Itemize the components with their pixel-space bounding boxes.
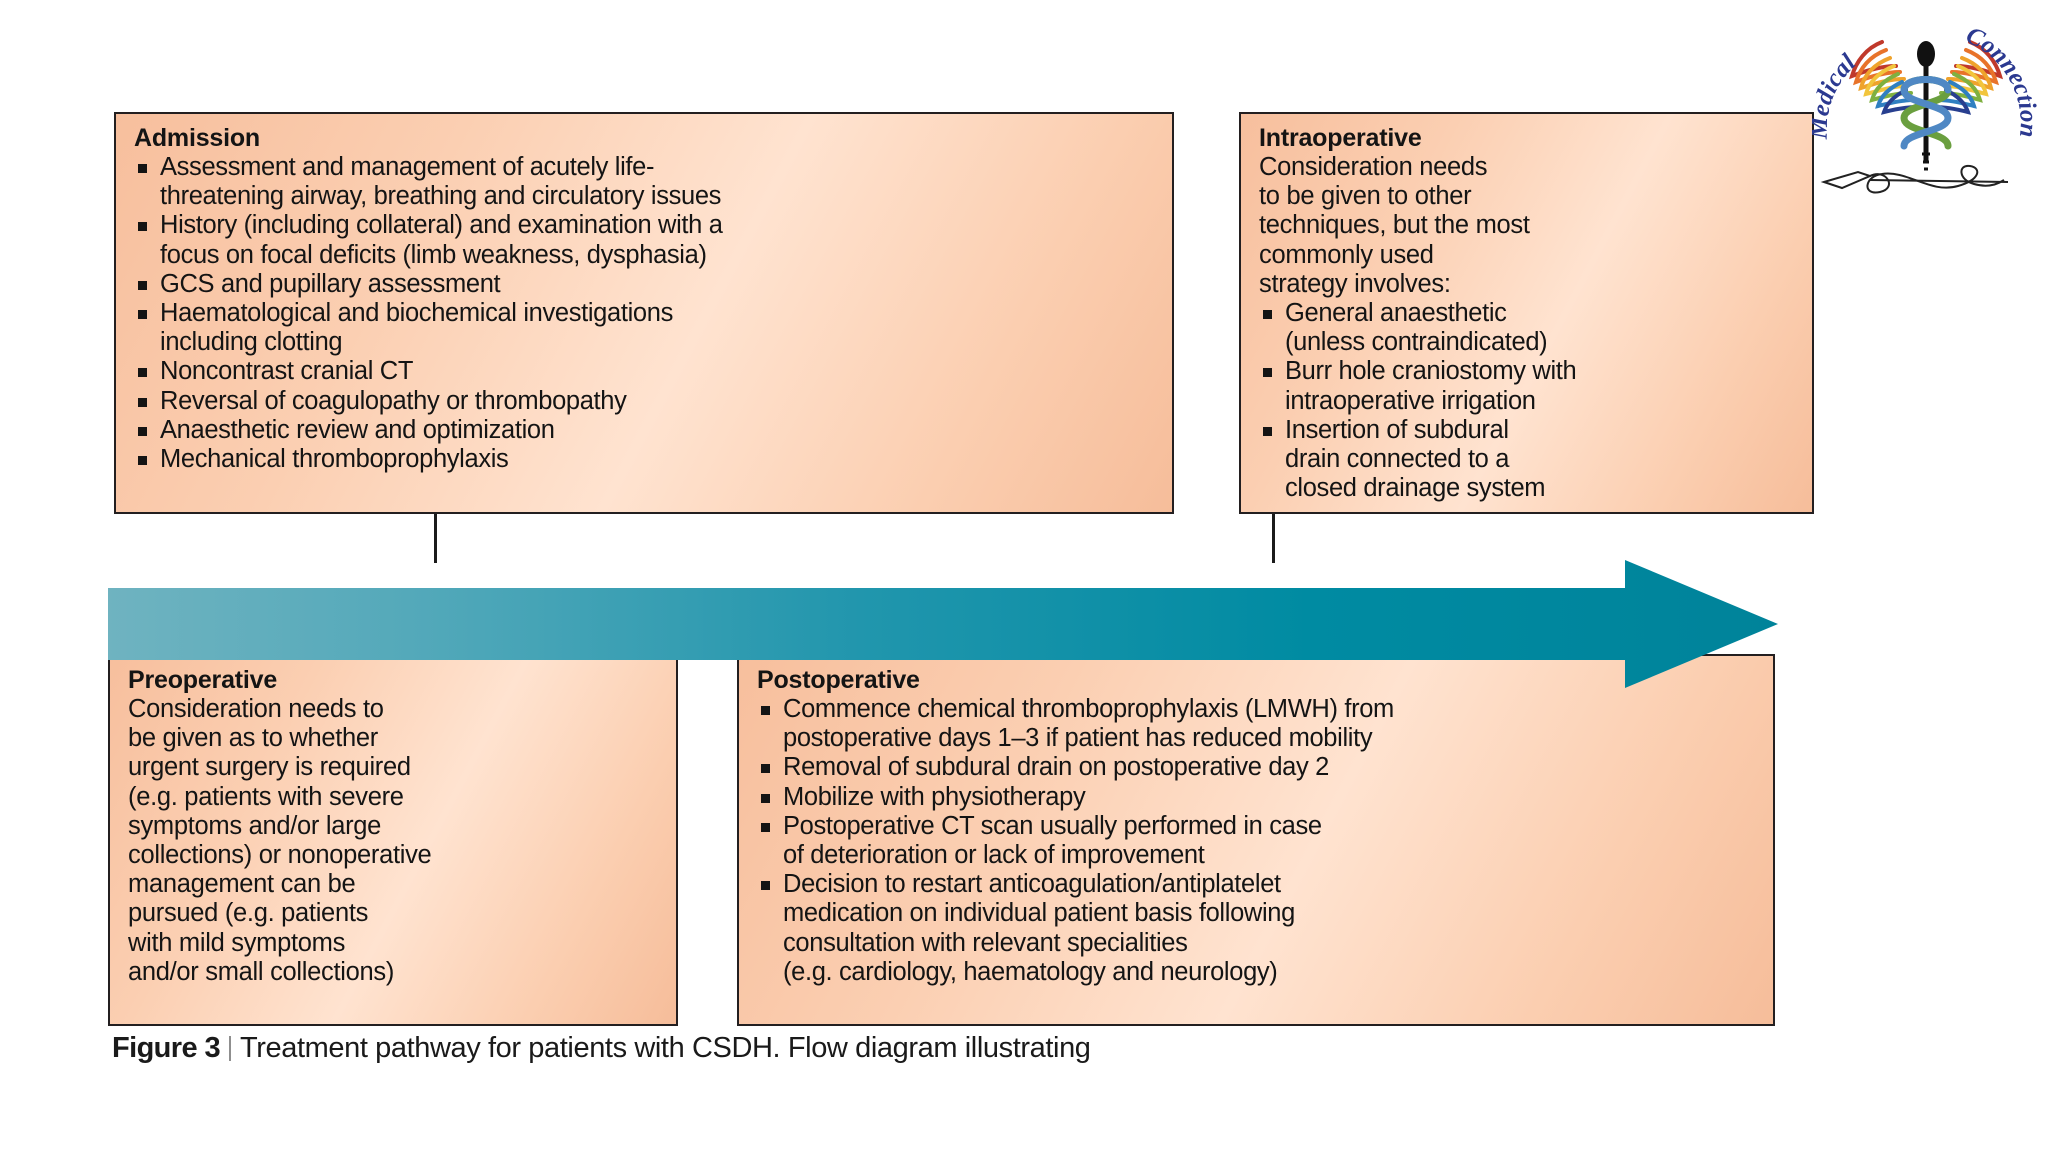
list-item-line: General anaesthetic: [1285, 298, 1507, 327]
list-item-line: Decision to restart anticoagulation/anti…: [783, 870, 1281, 899]
list-item-line: Postoperative CT scan usually performed …: [783, 811, 1322, 840]
lead-line: symptoms and/or large: [128, 811, 382, 840]
list-item: Mechanical thromboprophylaxis: [134, 445, 1158, 474]
caption-divider: [229, 1036, 231, 1061]
list-item-line: intraoperative irrigation: [1285, 386, 1536, 415]
list-item-line: (unless contraindicated): [1285, 328, 1548, 357]
list-item: Assessment and management of acutely lif…: [134, 153, 1158, 211]
postoperative-title: Postoperative: [757, 666, 920, 694]
bullet-square-icon: [138, 164, 147, 173]
bullet-square-icon: [138, 397, 147, 407]
list-item-line: Haematological and biochemical investiga…: [160, 298, 673, 327]
figure-caption: Figure 3 Treatment pathway for patients w…: [112, 1032, 1091, 1065]
bullet-square-icon: [1263, 368, 1272, 378]
list-item-line: including clotting: [160, 328, 343, 357]
list-item-line: threatening airway, breathing and circul…: [160, 182, 722, 211]
list-item: Reversal of coagulopathy or thrombopathy: [134, 387, 1158, 416]
list-item-line: focus on focal deficits (limb weakness, …: [160, 240, 707, 269]
lead-line: pursued (e.g. patients: [128, 899, 369, 928]
list-item-line: consultation with relevant specialities: [783, 928, 1188, 957]
list-item-line: Reversal of coagulopathy or thrombopathy: [160, 386, 627, 415]
list-item: Removal of subdural drain on postoperati…: [757, 753, 1759, 782]
lead-line: to be given to other: [1259, 182, 1472, 211]
list-item: Anaesthetic review and optimization: [134, 416, 1158, 445]
lead-line: urgent surgery is required: [128, 753, 411, 782]
list-item: Postoperative CT scan usually performed …: [757, 812, 1759, 870]
bullet-square-icon: [761, 881, 770, 891]
figure-caption-label: Figure 3: [112, 1032, 221, 1064]
list-item-line: Commence chemical thromboprophylaxis (LM…: [783, 695, 1394, 723]
bullet-square-icon: [1263, 426, 1272, 436]
bullet-square-icon: [761, 706, 770, 715]
timeline-arrow: [108, 560, 1778, 688]
lead-line: management can be: [128, 870, 356, 899]
list-item: History (including collateral) and exami…: [134, 211, 1158, 269]
list-item-line: Removal of subdural drain on postoperati…: [783, 753, 1329, 782]
lead-line: be given as to whether: [128, 724, 378, 753]
list-item: Commence chemical thromboprophylaxis (LM…: [757, 695, 1759, 753]
list-item-line: Mobilize with physiotherapy: [783, 782, 1086, 811]
list-item-line: postoperative days 1–3 if patient has re…: [783, 724, 1373, 753]
lead-line: collections) or nonoperative: [128, 840, 432, 869]
logo-word-left: Medical: [1812, 49, 1861, 140]
bullet-square-icon: [138, 455, 147, 465]
lead-line: techniques, but the most: [1259, 211, 1530, 240]
bullet-square-icon: [138, 280, 147, 290]
lead-line: and/or small collections): [128, 957, 395, 986]
bullet-square-icon: [138, 426, 147, 436]
bullet-square-icon: [138, 222, 147, 232]
list-item-line: medication on individual patient basis f…: [783, 899, 1295, 928]
list-item: Haematological and biochemical investiga…: [134, 299, 1158, 357]
list-item-line: of deterioration or lack of improvement: [783, 840, 1205, 869]
figure-caption-text: Treatment pathway for patients with CSDH…: [240, 1032, 1091, 1064]
list-item: GCS and pupillary assessment: [134, 270, 1158, 299]
list-item-line: Noncontrast cranial CT: [160, 357, 414, 386]
bullet-square-icon: [761, 793, 770, 803]
postoperative-list: Commence chemical thromboprophylaxis (LM…: [757, 695, 1759, 987]
admission-box: Admission Assessment and management of a…: [114, 112, 1174, 514]
list-item: Noncontrast cranial CT: [134, 357, 1158, 386]
list-item-line: Mechanical thromboprophylaxis: [160, 444, 509, 473]
bullet-square-icon: [138, 368, 147, 378]
logo-word-right: Connection: [1962, 22, 2040, 139]
connector-intraoperative: [1272, 514, 1275, 563]
list-item-line: closed drainage system: [1285, 474, 1546, 503]
list-item-line: (e.g. cardiology, haematology and neurol…: [783, 957, 1278, 986]
list-item: Mobilize with physiotherapy: [757, 783, 1759, 812]
lead-line: with mild symptoms: [128, 928, 346, 957]
medical-connection-logo: Medical Connection: [1812, 4, 2040, 200]
bullet-square-icon: [761, 764, 770, 774]
list-item-line: Assessment and management of acutely lif…: [160, 153, 655, 181]
postoperative-box: Postoperative Commence chemical thrombop…: [737, 654, 1775, 1026]
list-item-line: Insertion of subdural: [1285, 415, 1509, 444]
list-item: General anaesthetic(unless contraindicat…: [1259, 299, 1798, 357]
intraoperative-list: General anaesthetic(unless contraindicat…: [1259, 299, 1798, 503]
list-item: Decision to restart anticoagulation/anti…: [757, 870, 1759, 987]
bullet-square-icon: [761, 822, 770, 832]
lead-line: Consideration needs: [1259, 153, 1488, 181]
bullet-square-icon: [138, 309, 147, 319]
lead-line: commonly used: [1259, 240, 1434, 269]
list-item-line: drain connected to a: [1285, 444, 1510, 473]
lead-line: Consideration needs to: [128, 695, 384, 723]
list-item-line: Burr hole craniostomy with: [1285, 357, 1577, 386]
list-item-line: Anaesthetic review and optimization: [160, 415, 555, 444]
bullet-square-icon: [1263, 309, 1272, 319]
connector-admission: [434, 514, 437, 563]
list-item-line: History (including collateral) and exami…: [160, 211, 723, 240]
lead-line: strategy involves:: [1259, 269, 1451, 298]
intraoperative-title: Intraoperative: [1259, 124, 1422, 152]
admission-title: Admission: [134, 124, 260, 152]
lead-line: (e.g. patients with severe: [128, 782, 404, 811]
preoperative-title: Preoperative: [128, 666, 278, 694]
admission-list: Assessment and management of acutely lif…: [134, 153, 1158, 474]
list-item-line: GCS and pupillary assessment: [160, 269, 501, 298]
